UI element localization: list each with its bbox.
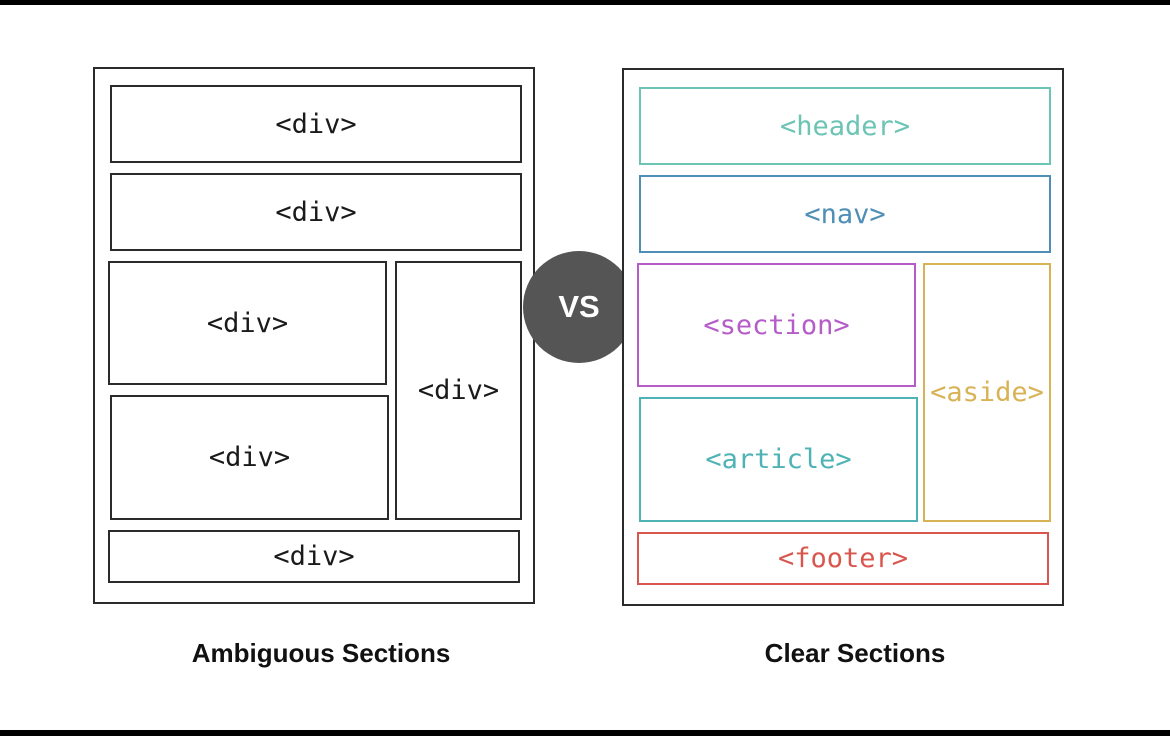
ambiguous-sections-caption: Ambiguous Sections [191,637,451,668]
vs-badge: VS [523,251,635,363]
clear-layout-panel [622,68,1064,606]
div-box-middle-left: <div> [108,261,387,385]
article-box: <article> [639,397,918,522]
ambiguous-layout-panel [93,67,535,604]
div-box-lower-left: <div> [110,395,389,520]
aside-box: <aside> [923,263,1051,522]
div-box-side: <div> [395,261,522,520]
div-box-top: <div> [110,85,522,163]
header-box: <header> [639,87,1051,165]
div-box-bottom: <div> [108,530,520,583]
top-border-bar [0,0,1170,5]
nav-box: <nav> [639,175,1051,253]
div-box-second: <div> [110,173,522,251]
footer-box: <footer> [637,532,1049,585]
section-box: <section> [637,263,916,387]
clear-sections-caption: Clear Sections [764,637,946,668]
bottom-border-bar [0,730,1170,736]
